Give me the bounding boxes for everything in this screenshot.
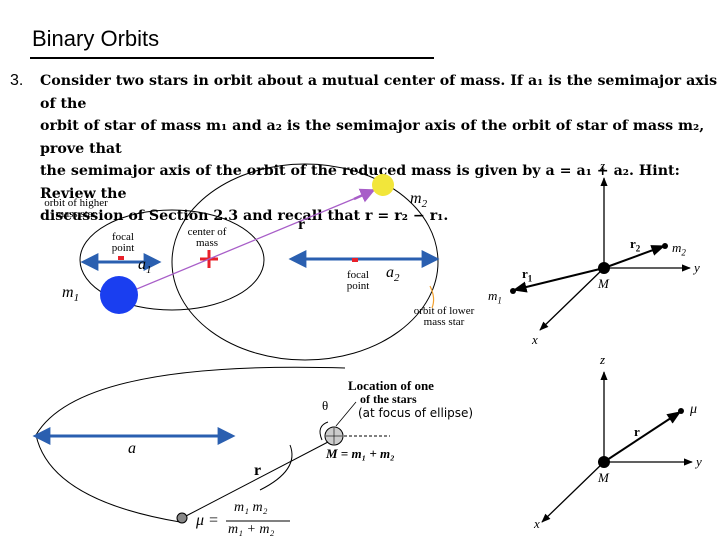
orbit-higher-mass: [79, 209, 265, 311]
location-line-2: of the stars: [360, 392, 417, 406]
reduced-mass-orbit: [35, 366, 346, 523]
title-underline: [30, 57, 434, 59]
center-of-mass-label: center of mass: [187, 226, 227, 249]
orbit-lower-label: orbit of lower mass star: [413, 305, 475, 328]
star-m1: [100, 276, 138, 314]
r-vector-bottom: [185, 441, 329, 517]
axis-bottom-x: x: [534, 516, 540, 531]
focal-point-right-marker: [352, 258, 358, 262]
axis-bottom-r: r: [634, 424, 640, 439]
location-line-1: Location of one: [348, 378, 434, 393]
problem-line-3: the semimajor axis of the orbit of the r…: [40, 163, 680, 202]
focal-point-right-label: focal point: [346, 269, 370, 292]
axis-top-r2: r2: [630, 236, 641, 254]
orbit-lower-mass: [171, 163, 439, 361]
axis-top-r1: r1: [522, 266, 533, 284]
axis-top-z: z: [600, 158, 606, 173]
star-m2: [372, 174, 394, 196]
slide-title: Binary Orbits: [32, 26, 160, 51]
axis-top-y: y: [694, 260, 700, 275]
location-leader: [335, 401, 357, 427]
m2-label: m2: [410, 190, 428, 211]
r-vector-line: [119, 187, 381, 297]
problem-number: 3.: [10, 72, 24, 89]
axis-top-x: x: [532, 332, 538, 347]
theta-arc: [319, 421, 329, 441]
a2-label: a2: [386, 264, 400, 285]
r-vector-arrow: [353, 188, 376, 203]
mu-label: μ =: [196, 512, 219, 529]
m1-label: m1: [62, 284, 80, 305]
location-line-3: (at focus of ellipse): [358, 406, 474, 420]
a1-label: a1: [138, 256, 152, 277]
axis-bottom-mu: μ: [690, 402, 698, 417]
axis-bottom-M: M: [598, 470, 609, 485]
r-label-bottom: r: [254, 462, 262, 479]
mu-numerator: m₁ m₂: [234, 500, 268, 515]
problem-line-4: discussion of Section 2.3 and recall tha…: [40, 208, 449, 224]
axis-bottom-y: y: [696, 454, 702, 469]
theta-label: θ: [322, 398, 329, 413]
problem-statement: 3. Consider two stars in orbit about a m…: [10, 70, 718, 224]
M-equation: M = m₁ + m₂: [326, 446, 395, 461]
r-label-top: r: [298, 216, 306, 233]
axis-top-m2: m2: [672, 240, 686, 258]
mu-denominator: m₁ + m₂: [228, 522, 275, 537]
axis-bottom-z: z: [600, 352, 606, 367]
orbit-lower-leader: [429, 285, 435, 309]
reduced-mass-body: [176, 512, 188, 524]
axes-top: [510, 177, 691, 331]
axes-bottom: [541, 371, 693, 523]
focal-point-left-marker: [118, 256, 124, 260]
reduced-mass-orbit-right: [259, 444, 293, 491]
problem-line-2: orbit of star of mass m₁ and a₂ is the s…: [40, 118, 705, 157]
focal-point-left-label: focal point: [111, 231, 135, 254]
problem-line-1: Consider two stars in orbit about a mutu…: [40, 73, 718, 112]
axis-top-m1: m1: [488, 288, 502, 306]
a-label: a: [128, 440, 136, 457]
orbit-higher-label: orbit of higher mass star: [44, 197, 108, 220]
axis-top-M: M: [598, 276, 609, 291]
